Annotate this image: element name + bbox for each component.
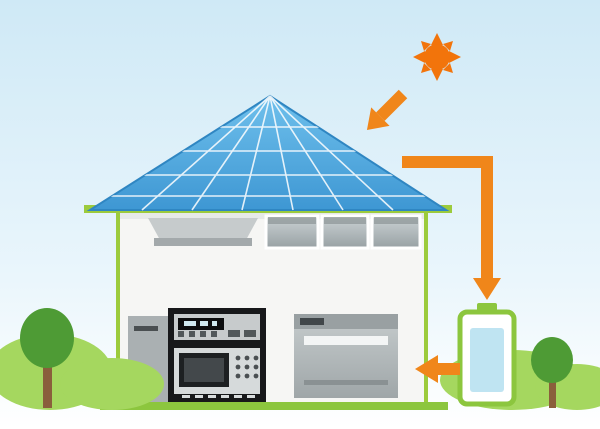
ground-line [100, 402, 448, 410]
tree-trunk [43, 350, 52, 408]
flow-arrow-sun-to-roof [366, 89, 408, 131]
dishwasher-kick-groove [304, 380, 388, 385]
kitchen-appliances [128, 308, 398, 402]
storage-battery [457, 303, 517, 407]
tree-foliage [20, 308, 74, 368]
awning-hood [148, 218, 258, 246]
window-sash [324, 217, 366, 224]
battery-charge-level [470, 328, 504, 392]
window-band [264, 214, 422, 250]
dishwasher-display [300, 318, 324, 325]
control-knobs [178, 330, 256, 337]
oven-microwave-unit [168, 308, 266, 402]
dishwasher-handle-slot [304, 336, 388, 345]
roof-triangle [86, 94, 450, 211]
microwave-window-glass [184, 358, 224, 382]
dishwasher-control-strip [294, 314, 398, 329]
window-sash [268, 217, 316, 224]
right-tree [531, 337, 573, 408]
window-sash [374, 217, 418, 224]
sun-body [424, 44, 450, 70]
microwave-keypad [235, 355, 259, 379]
flow-arrow-roof-to-battery [402, 156, 501, 300]
second-floor [148, 214, 422, 250]
tree-foliage [531, 337, 573, 383]
base-vents [182, 395, 255, 398]
left-tree [20, 308, 74, 408]
cabinet-handle [134, 326, 158, 331]
flow-arrow-battery-to-house [415, 355, 460, 383]
tree-trunk [549, 376, 556, 408]
dishwasher [294, 314, 398, 398]
display-readout [184, 321, 217, 326]
sun-icon [413, 33, 461, 81]
solar-panel-roof [84, 94, 452, 213]
sun-rays [413, 33, 461, 81]
